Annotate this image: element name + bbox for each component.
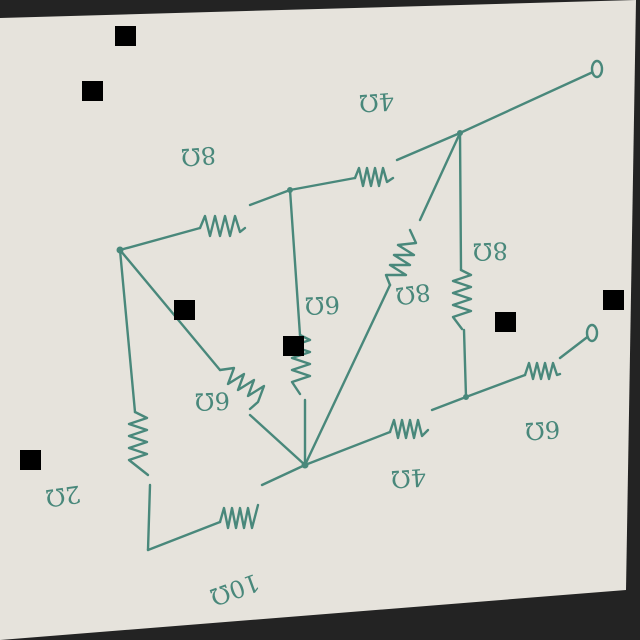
wire-right-vertical [458,131,468,399]
label-r-bottom-mid: 4Ω [390,463,427,493]
redaction-square [82,81,103,101]
resistor-mid-diagonal [384,228,418,287]
node-left [116,246,124,254]
resistor-diag-left [218,366,266,411]
wire-diagonal-left [118,248,307,467]
resistor-output [523,361,562,381]
label-r-top-right: 4Ω [358,87,395,117]
resistor-top-right [353,166,395,188]
node-bottom-center [301,461,309,469]
wire-diagonal-mid [303,131,462,467]
label-r-top-left: 8Ω [180,141,217,171]
resistor-right-vertical [451,268,473,331]
label-r-left-vertical: 2Ω [44,480,83,513]
redaction-square [283,336,304,356]
redaction-square [20,450,41,470]
label-r-mid-vertical: 6Ω [304,290,340,319]
terminal-top [590,59,604,79]
label-r-output: 6Ω [524,415,561,445]
resistor-bottom-mid [388,418,430,440]
circuit-nodes [116,130,469,469]
node-top-right [457,130,463,136]
wire-left-vertical [118,248,152,552]
wire-top-left [118,226,202,252]
resistor-left-vertical [127,410,150,477]
label-r-diag-left: 6Ω [194,386,230,415]
redaction-square [495,312,516,332]
circuit-wires [118,70,595,552]
terminal-bottom [585,323,599,343]
node-top-mid [287,187,293,193]
resistor-bottom-left [218,503,260,530]
label-r-mid-diagonal: 8Ω [394,278,433,311]
redaction-marks [20,26,624,470]
redaction-square [603,290,624,310]
redaction-square [115,26,136,46]
redaction-square [174,300,195,320]
label-r-right-vertical: 8Ω [472,236,508,265]
wire-mid-vertical [288,188,307,467]
resistor-top-left [198,214,247,238]
node-bottom-right [463,394,469,400]
